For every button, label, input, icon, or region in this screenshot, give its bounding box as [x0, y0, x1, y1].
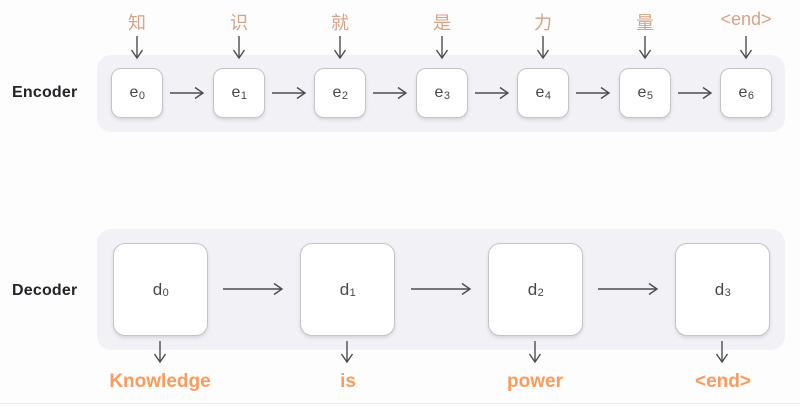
arrow-down-icon — [340, 341, 354, 364]
arrow-right-icon — [678, 86, 713, 100]
arrow-down-icon — [536, 36, 550, 60]
cell-label: e — [129, 84, 139, 101]
arrow-right-icon — [475, 86, 510, 100]
page-divider — [0, 403, 800, 404]
arrow-right-icon — [170, 86, 205, 100]
arrow-down-icon — [130, 36, 144, 60]
decoder-output-token: <end> — [695, 371, 751, 392]
decoder-label: Decoder — [12, 282, 78, 299]
cell-label: d — [527, 279, 538, 299]
arrow-down-icon — [333, 36, 347, 60]
encoder-input-token: 识 — [230, 13, 248, 33]
arrow-down-icon — [715, 341, 729, 364]
cell-label: d — [339, 279, 350, 299]
decoder-output-token: Knowledge — [109, 371, 211, 392]
encoder-input-token: 量 — [636, 13, 654, 33]
arrow-right-icon — [598, 282, 659, 296]
cell-label: e — [434, 84, 444, 101]
encoder-input-token: 就 — [331, 13, 349, 33]
arrow-down-icon — [435, 36, 449, 60]
cell-label: e — [637, 84, 647, 101]
arrow-right-icon — [411, 282, 472, 296]
encoder-input-token: 是 — [433, 13, 451, 33]
arrow-right-icon — [373, 86, 408, 100]
cell-label: e — [535, 84, 545, 101]
encoder-input-token: 力 — [534, 13, 552, 33]
cell-label: d — [152, 279, 163, 299]
arrow-right-icon — [272, 86, 307, 100]
decoder-output-token: power — [507, 371, 563, 392]
decoder-output-token: is — [340, 371, 356, 392]
arrow-right-icon — [223, 282, 284, 296]
arrow-down-icon — [739, 36, 753, 60]
cell-label: e — [231, 84, 241, 101]
encoder-label: Encoder — [12, 84, 78, 101]
arrow-down-icon — [528, 341, 542, 364]
cell-label: d — [714, 279, 725, 299]
encoder-input-token: 知 — [128, 13, 146, 33]
arrow-right-icon — [576, 86, 611, 100]
arrow-down-icon — [232, 36, 246, 60]
cell-label: e — [738, 84, 748, 101]
cell-label: e — [332, 84, 342, 101]
arrow-down-icon — [638, 36, 652, 60]
encoder-input-token: <end> — [720, 9, 772, 29]
arrow-down-icon — [153, 341, 167, 364]
